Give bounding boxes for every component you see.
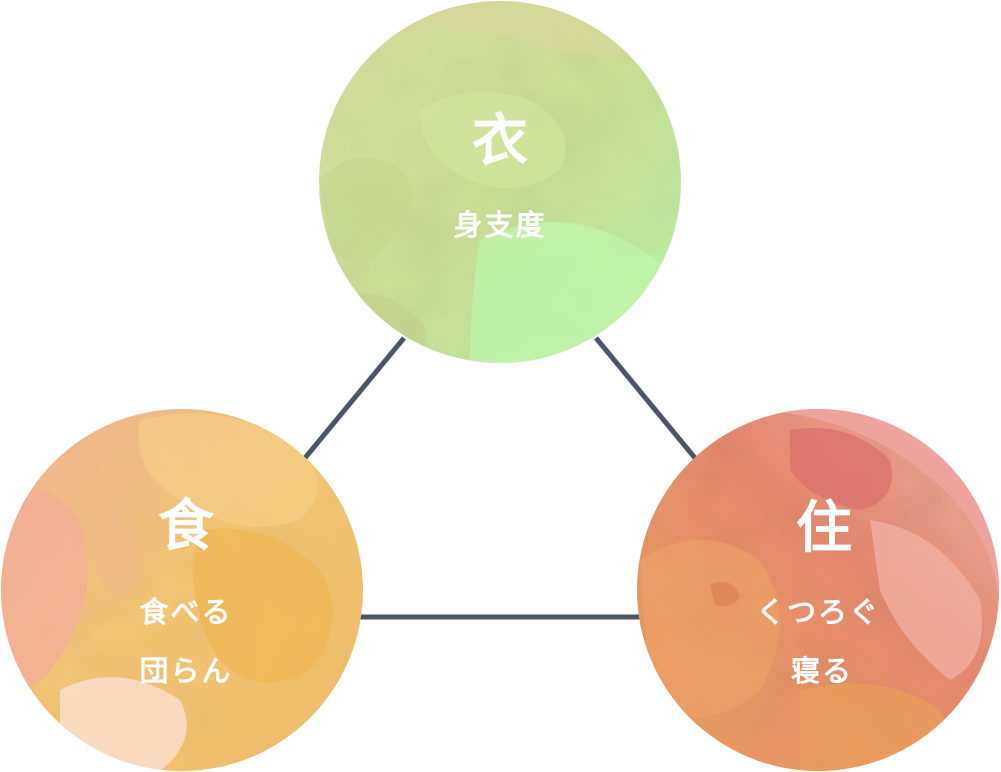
connector-lines <box>303 336 697 620</box>
clothing-kanji: 衣 <box>472 109 528 174</box>
node-housing: 住 くつろぐ 寝る <box>637 409 999 771</box>
housing-watercolor-fill <box>637 409 999 771</box>
food-line-2: 団らん <box>139 654 232 688</box>
connector-top-right <box>594 336 697 460</box>
clothing-line-1: 身支度 <box>453 208 546 242</box>
node-clothing: 衣 身支度 <box>319 1 681 363</box>
clothing-watercolor-fill <box>319 1 681 363</box>
housing-line-1: くつろぐ <box>756 595 880 629</box>
food-line-1: 食べる <box>139 595 232 629</box>
connector-top-left <box>303 336 406 460</box>
food-watercolor-fill <box>1 409 363 771</box>
housing-kanji: 住 <box>796 496 852 561</box>
food-kanji: 食 <box>158 494 215 559</box>
housing-line-2: 寝る <box>791 654 853 688</box>
node-food: 食 食べる 団らん <box>1 409 363 771</box>
